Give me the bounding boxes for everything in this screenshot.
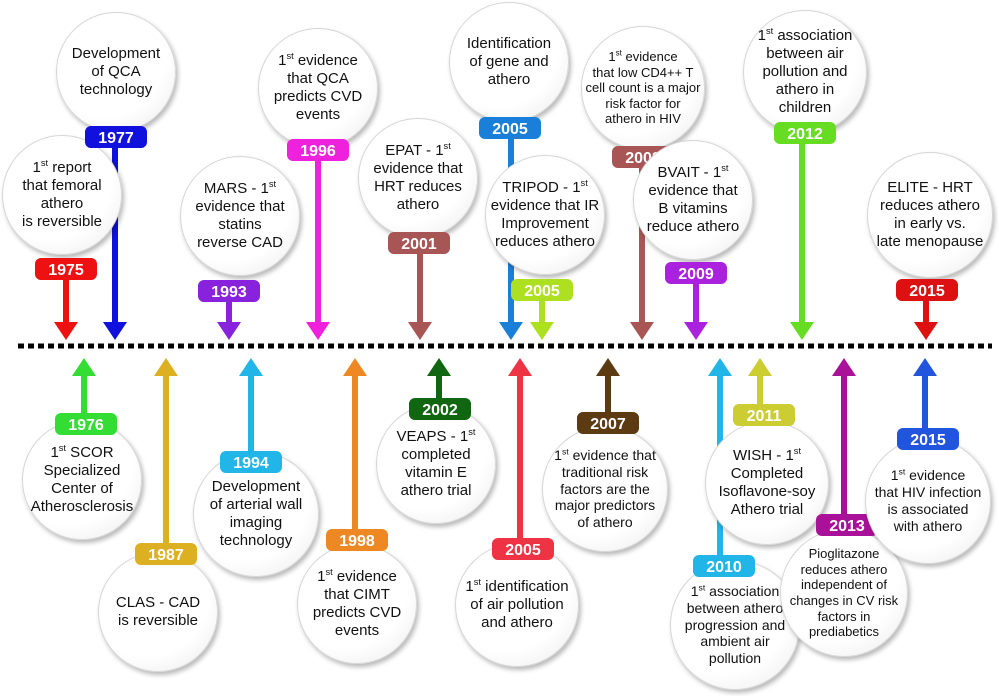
arrow-up-icon: [596, 358, 620, 376]
year-badge-e1975: 1975: [35, 258, 97, 280]
year-badge-e2002: 2002: [409, 398, 471, 420]
year-badge-e2015c: 2015: [897, 428, 959, 450]
year-badge-e2015a: 2015: [896, 279, 958, 301]
arrow-up-icon: [154, 358, 178, 376]
arrow-down-icon: [630, 322, 654, 340]
year-badge-e2011: 2011: [733, 404, 795, 426]
arrow-down-icon: [499, 322, 523, 340]
year-badge-e1994: 1994: [220, 451, 282, 473]
year-badge-e2010: 2010: [693, 555, 755, 577]
year-badge-e2005b: 2005: [511, 279, 573, 301]
year-badge-e2012: 2012: [774, 122, 836, 144]
year-badge-e2005c: 2005: [492, 538, 554, 560]
arrow-down-icon: [684, 322, 708, 340]
year-badge-e1977: 1977: [85, 126, 147, 148]
arrow-up-icon: [832, 358, 856, 376]
year-badge-e2001: 2001: [388, 232, 450, 254]
year-badge-e1987: 1987: [135, 543, 197, 565]
arrow-down-icon: [408, 322, 432, 340]
arrow-down-icon: [790, 322, 814, 340]
arrow-up-icon: [72, 358, 96, 376]
arrow-up-icon: [508, 358, 532, 376]
arrow-up-icon: [913, 358, 937, 376]
year-badge-e2005a: 2005: [479, 117, 541, 139]
arrow-down-icon: [103, 322, 127, 340]
arrow-up-icon: [343, 358, 367, 376]
year-badge-e1993: 1993: [198, 280, 260, 302]
arrow-down-icon: [530, 322, 554, 340]
arrow-up-icon: [708, 358, 732, 376]
arrow-down-icon: [54, 322, 78, 340]
year-badge-e1998: 1998: [326, 529, 388, 551]
arrow-up-icon: [239, 358, 263, 376]
year-badge-e2007: 2007: [577, 412, 639, 434]
arrow-down-icon: [306, 322, 330, 340]
year-badge-e1976: 1976: [55, 413, 117, 435]
year-badge-e1996: 1996: [287, 139, 349, 161]
arrow-down-icon: [217, 322, 241, 340]
arrow-up-icon: [748, 358, 772, 376]
arrow-up-icon: [427, 358, 451, 376]
year-badge-e2009: 2009: [665, 262, 727, 284]
arrow-down-icon: [914, 322, 938, 340]
